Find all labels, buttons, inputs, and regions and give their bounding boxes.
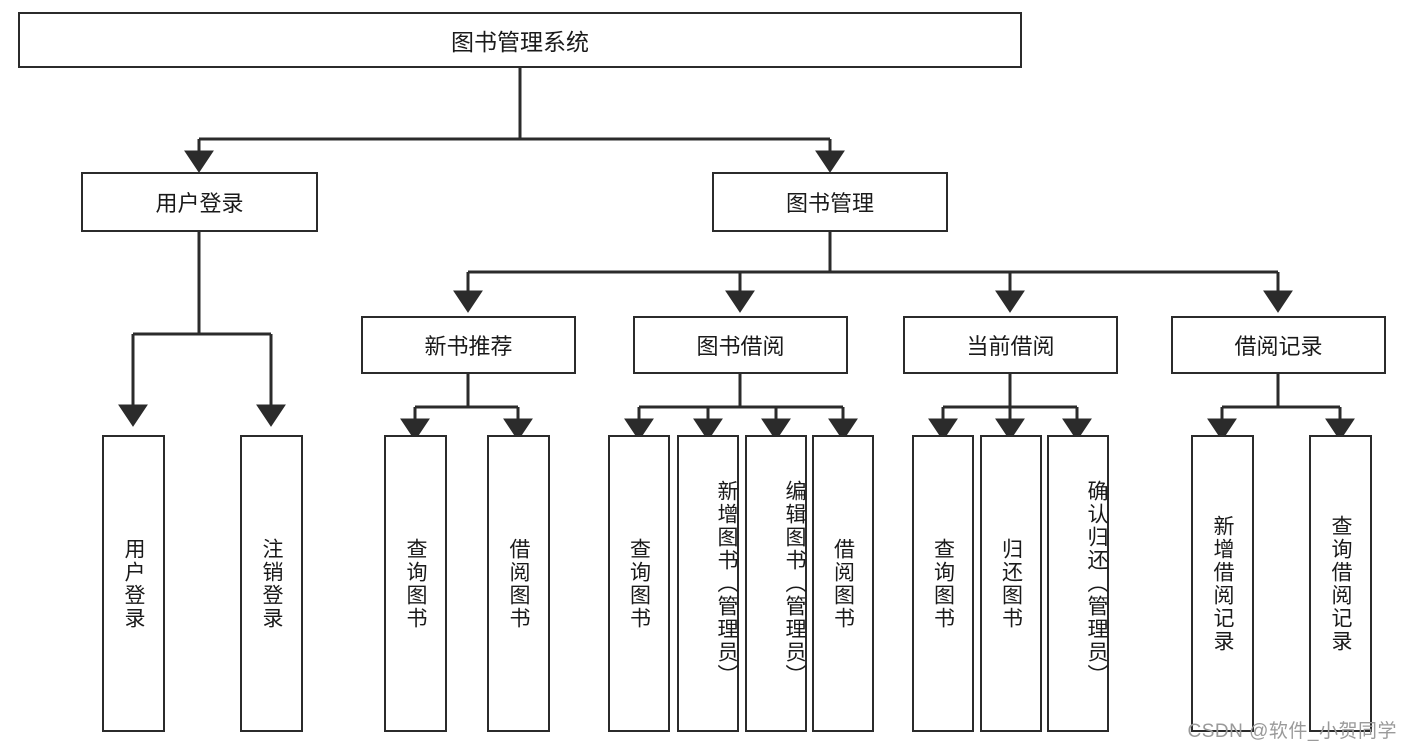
leaf-query-book-3[interactable]: 查询图书 [912, 435, 974, 732]
leaf-query-record[interactable]: 查询借阅记录 [1309, 435, 1372, 732]
leaf-borrow-book-2-label: 借阅图书 [831, 537, 855, 630]
leaf-add-record-label: 新增借阅记录 [1211, 514, 1234, 653]
csdn-watermark: CSDN @软件_小贺同学 [1187, 721, 1397, 742]
leaf-add-book-label: 新增图书（管理员） [715, 480, 738, 687]
leaf-return-book-label: 归还图书 [999, 537, 1023, 630]
leaf-confirm-return-label: 确认归还（管理员） [1085, 480, 1108, 687]
node-root[interactable]: 图书管理系统 [18, 12, 1022, 68]
node-new-book-recommend-label: 新书推荐 [424, 334, 513, 359]
leaf-user-login[interactable]: 用户登录 [102, 435, 165, 732]
leaf-query-record-label: 查询借阅记录 [1329, 514, 1352, 653]
node-borrow-record[interactable]: 借阅记录 [1171, 316, 1386, 374]
node-book-management[interactable]: 图书管理 [712, 172, 948, 232]
leaf-query-book-1-label: 查询图书 [404, 537, 427, 630]
leaf-borrow-book-2[interactable]: 借阅图书 [812, 435, 874, 732]
leaf-user-logout[interactable]: 注销登录 [240, 435, 303, 732]
leaf-edit-book[interactable]: 编辑图书（管理员） [745, 435, 807, 732]
leaf-user-logout-label: 注销登录 [260, 537, 283, 630]
leaf-user-login-label: 用户登录 [122, 537, 145, 630]
leaf-borrow-book-1[interactable]: 借阅图书 [487, 435, 550, 732]
node-root-label: 图书管理系统 [451, 29, 589, 55]
node-user-login[interactable]: 用户登录 [81, 172, 318, 232]
leaf-add-book[interactable]: 新增图书（管理员） [677, 435, 739, 732]
node-current-borrow-label: 当前借阅 [966, 334, 1055, 359]
node-book-borrow[interactable]: 图书借阅 [633, 316, 848, 374]
leaf-query-book-2[interactable]: 查询图书 [608, 435, 670, 732]
leaf-confirm-return[interactable]: 确认归还（管理员） [1047, 435, 1109, 732]
node-book-management-label: 图书管理 [785, 191, 874, 216]
leaf-query-book-1[interactable]: 查询图书 [384, 435, 447, 732]
node-user-login-label: 用户登录 [155, 191, 244, 216]
node-new-book-recommend[interactable]: 新书推荐 [361, 316, 576, 374]
node-current-borrow[interactable]: 当前借阅 [903, 316, 1118, 374]
leaf-return-book[interactable]: 归还图书 [980, 435, 1042, 732]
leaf-query-book-2-label: 查询图书 [627, 537, 651, 630]
node-book-borrow-label: 图书借阅 [696, 334, 785, 359]
leaf-edit-book-label: 编辑图书（管理员） [783, 480, 806, 687]
leaf-borrow-book-1-label: 借阅图书 [507, 537, 530, 630]
leaf-add-record[interactable]: 新增借阅记录 [1191, 435, 1254, 732]
leaf-query-book-3-label: 查询图书 [931, 537, 955, 630]
node-borrow-record-label: 借阅记录 [1234, 334, 1323, 359]
